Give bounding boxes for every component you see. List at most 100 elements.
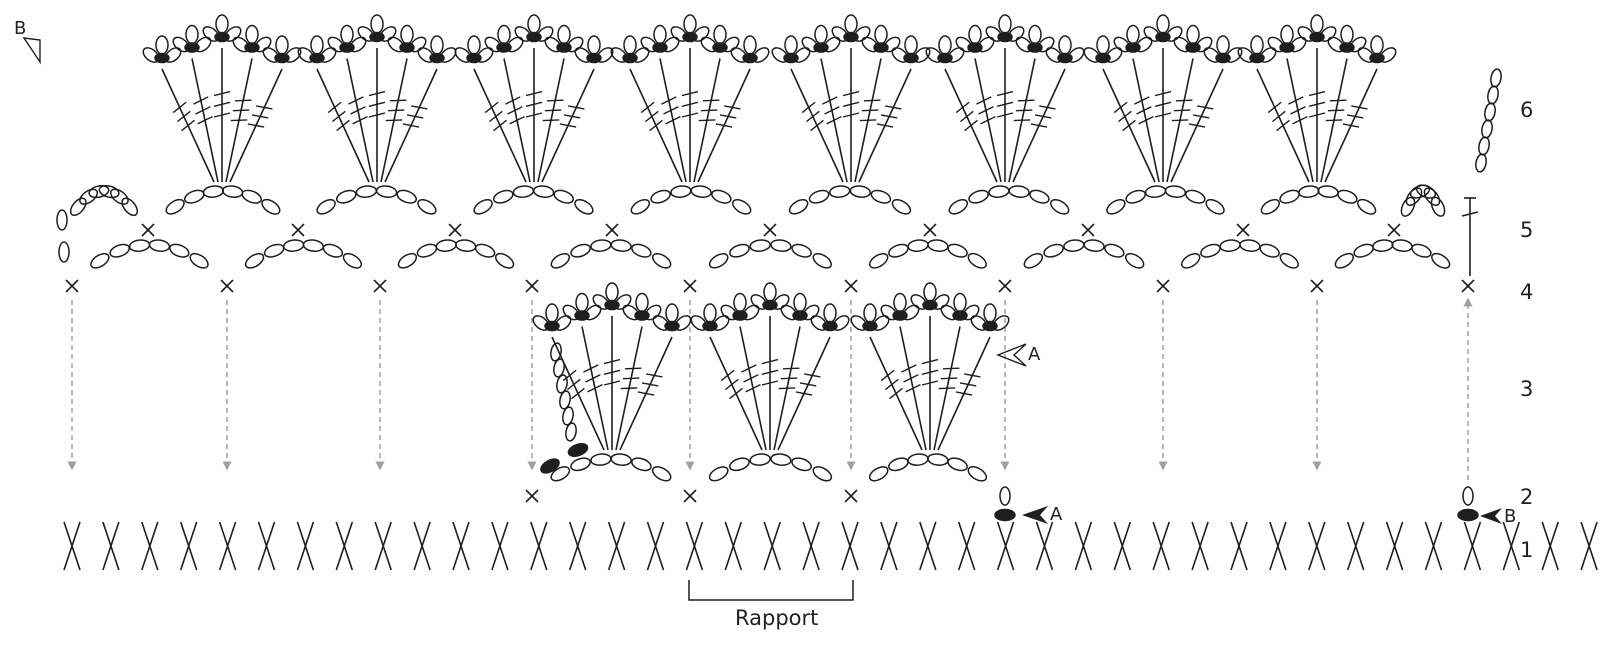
- row2-a-slip: [994, 508, 1016, 522]
- row6-fan-0-picot-2-base: [214, 31, 230, 43]
- row3-fan-2-stitch-2-bar-1: [921, 369, 939, 375]
- row2-b-chain: [1462, 486, 1474, 506]
- row3-fan-0-picot-4-base: [664, 320, 680, 332]
- row5-arc-8-5: [1337, 189, 1358, 204]
- row6-fan-2-picot-4-base: [586, 52, 602, 64]
- row6-fan-7-picot-1-base: [1279, 42, 1295, 53]
- rapport-bracket-line: [688, 580, 854, 601]
- row6-fan-0-stitch-1-bar-2: [193, 96, 209, 105]
- row4-sc-4-b: [683, 279, 697, 293]
- row6-fan-5-stitch-3-bar-1: [1015, 109, 1033, 112]
- row6-fan-4-stitch-3-bar-1: [861, 109, 879, 112]
- row6-fan-6-stitch-0-bar-1: [1117, 110, 1132, 123]
- row1-stitch-37: [1502, 521, 1521, 571]
- row6-turning-chain-3: [1481, 119, 1493, 139]
- row5-arc-8-4: [1317, 185, 1339, 198]
- row4-arc-5-2: [888, 243, 909, 258]
- row5-arc-7-5: [1185, 189, 1206, 204]
- row3-fan-0-picot-2-loop-top: [605, 282, 619, 302]
- row6-fan-1-picot-2: [357, 14, 397, 43]
- row1-stitch-16-b: [685, 521, 704, 571]
- row6-fan-4-picot-4-loop-top: [904, 35, 918, 55]
- row2-arc-0-6: [651, 466, 672, 482]
- row1-stitch-29: [1191, 521, 1209, 571]
- row4-arc-2-4: [455, 239, 477, 252]
- row6-fan-5-stitch-1-bar-0: [980, 116, 996, 125]
- row3-fan-1-picot-1: [720, 292, 760, 321]
- row5-arc-4-5: [711, 189, 732, 204]
- row1-stitch-31: [1269, 521, 1287, 571]
- row4-arc-7-3: [1219, 239, 1241, 252]
- row6-fan-6-picot-2: [1143, 14, 1183, 43]
- row3-fan-2-picot-3: [940, 292, 980, 321]
- row6-fan-6-stitch-2-bar-2: [1154, 90, 1172, 97]
- row1-stitch-35-b: [1424, 521, 1443, 571]
- row6-fan-7-picot-0-loop-top: [1250, 35, 1264, 55]
- row3-turning-chain-3: [559, 390, 571, 410]
- row2-arc-0-2: [570, 457, 591, 472]
- row1-stitch-11-b: [491, 521, 509, 571]
- rapport-bracket: [688, 580, 854, 601]
- row6-fan-6-stitch-0-bar-0: [1122, 119, 1136, 132]
- row5-arc-6-5: [1029, 189, 1050, 204]
- row3-fan-2-stitch-0: [869, 336, 923, 451]
- row5-arc-3-4: [532, 185, 555, 198]
- row3-fan-0-picot-3-base: [634, 310, 650, 321]
- row5-sc-0-b: [141, 223, 155, 237]
- row3-fan-1-stitch-3-bar-1: [780, 377, 798, 380]
- row6-fan-3-stitch-3: [693, 58, 721, 183]
- row6-fan-4-stitch-1-bar-0: [826, 116, 842, 125]
- row6-fan-1-picot-3-loop-top: [400, 24, 414, 45]
- row1-stitch-33-b: [1346, 521, 1365, 571]
- row6-fan-3-stitch-0-bar-1: [644, 110, 659, 123]
- row6-fan-1-stitch-0-bar-2: [327, 101, 342, 114]
- row6-fan-2-stitch-0-bar-1: [488, 110, 503, 123]
- row3-fan-0-picot-4-loop-top: [665, 303, 679, 323]
- row4-sc-1: [220, 279, 234, 293]
- row1-stitch-27: [1113, 521, 1132, 571]
- row6-fan-5: [925, 14, 1085, 183]
- row6-fan-2-picot-0-loop-top: [467, 35, 481, 55]
- row3-fan-1-stitch-1-bar-2: [741, 364, 757, 373]
- row6-fan-3-picot-3: [700, 24, 740, 53]
- row5-arc-7-2: [1125, 189, 1147, 204]
- row2-sc-1: [683, 489, 697, 503]
- row6-fan-6-picot-1: [1113, 24, 1153, 53]
- left-edge-chain-2: [58, 241, 70, 263]
- row1-stitch-16: [685, 521, 704, 571]
- row5-arc-6-3: [988, 185, 1010, 198]
- row3-fan-1-stitch-3-bar-0: [778, 387, 796, 390]
- row6-fan-7-picot-2-base: [1309, 31, 1325, 43]
- row6-fan-0-picot-2-loop-top: [215, 14, 229, 34]
- row5-sc-3-b: [605, 223, 619, 237]
- row6-fan-3-stitch-3-bar-2: [702, 99, 720, 102]
- row6-fan-4-stitch-0: [790, 68, 844, 183]
- row4-arc-1-1: [244, 252, 265, 269]
- row6-fan-6: [1083, 14, 1243, 183]
- marker-b-top: B: [14, 18, 27, 39]
- row1-stitch-2-b: [141, 521, 159, 571]
- row5-arc-3-3: [512, 185, 535, 198]
- row3-fan-1-stitch-1-bar-1: [743, 374, 759, 383]
- row6-fan-0-stitch-2: [213, 48, 231, 182]
- row2-arc-1-3: [749, 453, 771, 466]
- row3-fan-1-picot-3-base: [792, 310, 808, 321]
- row6-fan-4-picot-1-loop-top: [814, 24, 828, 45]
- row3-fan-2-picot-0-base: [862, 320, 878, 332]
- row6-fan-6-picot-0-base: [1095, 52, 1111, 64]
- row6-fan-2-stitch-3-bar-1: [544, 109, 562, 112]
- row5-arc-5-1: [788, 199, 809, 215]
- row4-arc-0-1: [90, 252, 110, 269]
- row6-fan-6-picot-2-loop-top: [1156, 14, 1170, 34]
- row2-arc-1-2: [729, 457, 750, 472]
- row4-arc-1-4: [302, 239, 324, 252]
- row6-fan-4-stitch-4: [858, 68, 912, 183]
- row6-fan-5-stitch-0-bar-0: [964, 119, 978, 132]
- row6-fan-7-picot-4-loop-top: [1370, 35, 1384, 55]
- row4-sc-8: [1310, 279, 1324, 293]
- row3-fan-2-stitch-3: [933, 326, 961, 451]
- row2-arc-0-5: [631, 457, 652, 472]
- row6-fan-3-picot-3-loop-top: [713, 24, 727, 45]
- row6-fan-2-stitch-0-bar-0: [493, 119, 507, 132]
- row3-fan-1-stitch-2-bar-0: [761, 380, 779, 386]
